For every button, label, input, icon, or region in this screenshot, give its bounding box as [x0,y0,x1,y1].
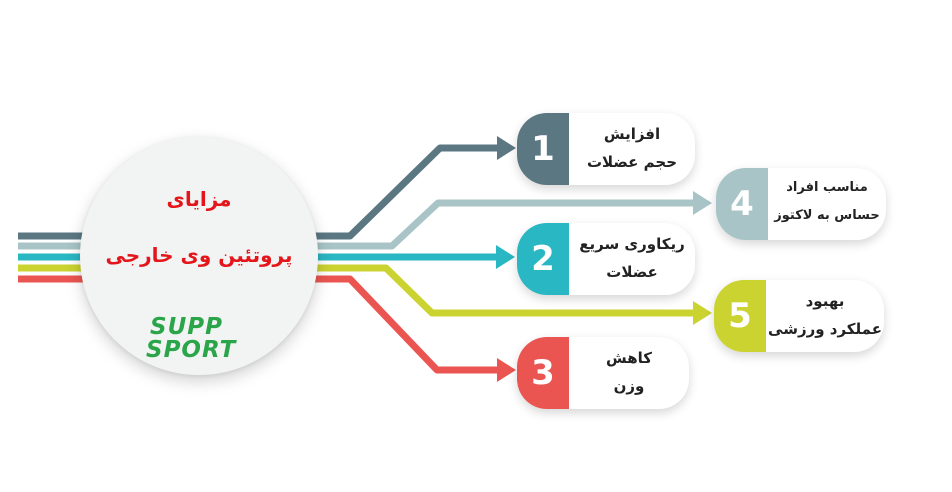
supp-sport-logo: SUPP SPORT [146,315,240,363]
benefit-card-1: 1 افزایش حجم عضلات [517,113,695,185]
benefit-text-5: بهبود عملکرد ورزشی [766,280,884,352]
benefit-text-2: ریکاوری سریع عضلات [569,223,695,295]
badge-4: 4 [716,168,768,240]
arrowhead-2 [496,245,515,269]
benefit-3-line1: کاهش [606,349,652,367]
benefit-1-line2: حجم عضلات [586,153,678,171]
benefit-4-line2: حساس به لاکتوز [774,208,880,223]
badge-1: 1 [517,113,569,185]
benefit-5-line2: عملکرد ورزشی [768,320,882,338]
benefit-4-line1: مناسب افراد [786,180,868,195]
benefit-card-3: 3 کاهش وزن [517,337,689,409]
badge-3: 3 [517,337,569,409]
arrowhead-1 [497,136,516,160]
arrowhead-3 [497,358,516,382]
logo-word-sport: SPORT [146,337,237,363]
benefit-2-line1: ریکاوری سریع [579,235,685,253]
benefit-card-5: 5 بهبود عملکرد ورزشی [714,280,884,352]
benefit-text-1: افزایش حجم عضلات [569,113,695,185]
hub-title-line2: پروتئین وی خارجی [105,243,293,267]
benefit-1-line1: افزایش [603,125,661,143]
hub-title-line1: مزایای [166,187,232,211]
badge-2: 2 [517,223,569,295]
benefit-card-2: 2 ریکاوری سریع عضلات [517,223,695,295]
benefit-2-line2: عضلات [606,263,658,281]
badge-5: 5 [714,280,766,352]
arrowhead-5 [693,301,712,325]
benefit-3-line2: وزن [613,377,645,395]
logo-word-supp: SUPP [150,314,223,340]
benefit-text-4: مناسب افراد حساس به لاکتوز [768,168,886,240]
hub-circle: مزایای پروتئین وی خارجی SUPP SPORT [80,137,318,375]
benefit-card-4: 4 مناسب افراد حساس به لاکتوز [716,168,886,240]
benefit-5-line1: بهبود [805,292,845,310]
benefit-text-3: کاهش وزن [569,337,689,409]
arrowhead-4 [693,191,712,215]
